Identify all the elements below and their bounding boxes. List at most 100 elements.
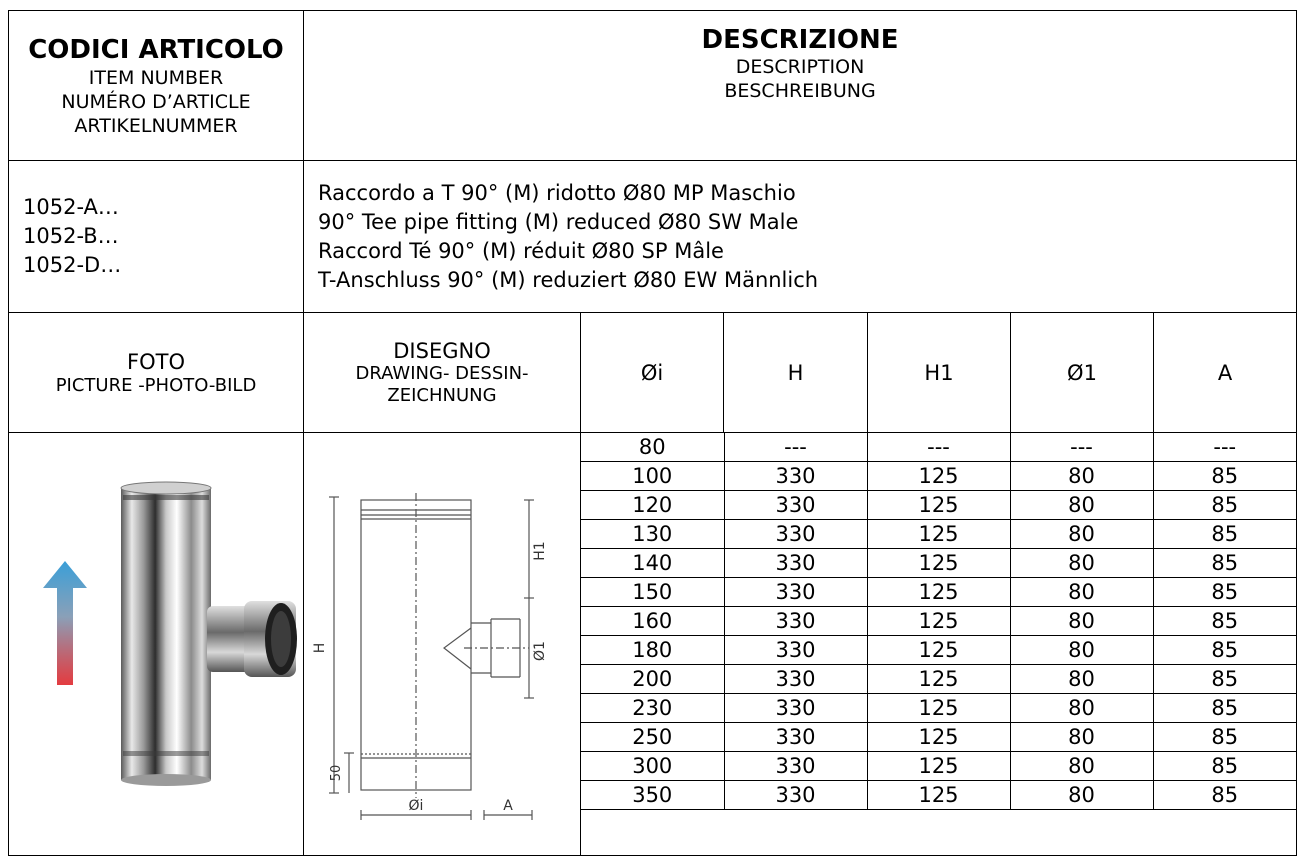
- item-code: 1052-A…: [23, 195, 119, 219]
- table-cell: 85: [1152, 577, 1296, 607]
- description-line: 90° Tee pipe fitting (M) reduced Ø80 SW …: [318, 209, 799, 234]
- product-photo-cell: [8, 432, 304, 856]
- table-cell: 330: [723, 490, 868, 520]
- table-cell: 330: [723, 577, 868, 607]
- label-a: A: [503, 798, 513, 814]
- foto-column-header: FOTO PICTURE -PHOTO-BILD: [8, 312, 304, 433]
- table-cell: 85: [1152, 490, 1296, 520]
- table-cell: 330: [723, 606, 868, 636]
- label-h1: H1: [532, 541, 548, 560]
- table-row: 80------------: [581, 433, 1296, 462]
- table-cell: 80: [1009, 490, 1154, 520]
- table-cell: 330: [723, 664, 868, 694]
- drawing-column-header: DISEGNO DRAWING- DESSIN- ZEICHNUNG: [303, 312, 581, 433]
- technical-drawing-cell: H H1 Ø1 50 Øi A: [303, 432, 581, 856]
- table-cell: ---: [866, 433, 1011, 462]
- table-cell: 125: [866, 548, 1011, 578]
- table-cell: 80: [1009, 693, 1154, 723]
- table-cell: 85: [1152, 722, 1296, 752]
- table-cell: 80: [1009, 722, 1154, 752]
- table-cell: ---: [723, 433, 868, 462]
- table-cell: 125: [866, 780, 1011, 810]
- table-cell: 85: [1152, 519, 1296, 549]
- item-description: Raccordo a T 90° (M) ridotto Ø80 MP Masc…: [303, 160, 1297, 313]
- table-cell: 125: [866, 490, 1011, 520]
- table-cell: 150: [581, 577, 725, 607]
- dim-header-di: Øi: [580, 312, 724, 433]
- label-h: H: [312, 643, 328, 654]
- table-cell: 125: [866, 664, 1011, 694]
- table-cell: 330: [723, 780, 868, 810]
- table-cell: 80: [1009, 548, 1154, 578]
- dim-header-d1: Ø1: [1010, 312, 1154, 433]
- table-cell: 330: [723, 635, 868, 665]
- table-cell: 140: [581, 548, 725, 578]
- table-cell: 350: [581, 780, 725, 810]
- table-cell: 125: [866, 606, 1011, 636]
- table-cell: 85: [1152, 693, 1296, 723]
- table-cell: 80: [1009, 577, 1154, 607]
- codes-subtitle: ARTIKELNUMMER: [74, 114, 238, 137]
- drawing-subtitle: DRAWING- DESSIN-: [355, 362, 529, 384]
- label-d1: Ø1: [532, 641, 548, 661]
- table-cell: 80: [581, 433, 725, 462]
- table-cell: 100: [581, 461, 725, 491]
- table-cell: 330: [723, 548, 868, 578]
- table-cell: 160: [581, 606, 725, 636]
- codes-subtitle: NUMÉRO D’ARTICLE: [61, 90, 251, 113]
- table-cell: 330: [723, 519, 868, 549]
- table-cell: 125: [866, 751, 1011, 781]
- table-cell: 80: [1009, 461, 1154, 491]
- foto-subtitle: PICTURE -PHOTO-BILD: [55, 374, 257, 396]
- table-cell: 85: [1152, 635, 1296, 665]
- dim-header-a: A: [1153, 312, 1297, 433]
- table-cell: 80: [1009, 635, 1154, 665]
- description-title: DESCRIZIONE: [701, 25, 899, 55]
- product-table: CODICI ARTICOLO ITEM NUMBER NUMÉRO D’ART…: [8, 10, 1297, 856]
- codes-title: CODICI ARTICOLO: [28, 34, 284, 65]
- table-cell: 125: [866, 722, 1011, 752]
- table-cell: 85: [1152, 780, 1296, 810]
- table-cell: 80: [1009, 606, 1154, 636]
- table-cell: 125: [866, 693, 1011, 723]
- description-line: T-Anschluss 90° (M) reduziert Ø80 EW Män…: [318, 267, 819, 292]
- table-cell: 85: [1152, 751, 1296, 781]
- table-cell: 120: [581, 490, 725, 520]
- item-codes: 1052-A… 1052-B… 1052-D…: [8, 160, 304, 313]
- drawing-subtitle: ZEICHNUNG: [387, 384, 497, 406]
- label-50: 50: [329, 765, 344, 782]
- description-line: Raccord Té 90° (M) réduit Ø80 SP Mâle: [318, 238, 724, 263]
- table-cell: 80: [1009, 664, 1154, 694]
- table-cell: 130: [581, 519, 725, 549]
- product-sheet: CODICI ARTICOLO ITEM NUMBER NUMÉRO D’ART…: [8, 10, 1297, 856]
- table-cell: 180: [581, 635, 725, 665]
- dim-header-h: H: [723, 312, 868, 433]
- table-cell: 80: [1009, 519, 1154, 549]
- table-cell: 85: [1152, 461, 1296, 491]
- flow-arrow-icon: [43, 561, 87, 685]
- table-cell: 125: [866, 577, 1011, 607]
- table-cell: 125: [866, 519, 1011, 549]
- foto-title: FOTO: [127, 349, 185, 374]
- table-cell: 330: [723, 693, 868, 723]
- item-code: 1052-B…: [23, 224, 119, 248]
- item-code: 1052-D…: [23, 253, 122, 277]
- description-line: Raccordo a T 90° (M) ridotto Ø80 MP Masc…: [318, 180, 796, 205]
- table-cell: 200: [581, 664, 725, 694]
- table-cell: 80: [1009, 751, 1154, 781]
- description-header: DESCRIZIONE DESCRIPTION BESCHREIBUNG: [303, 10, 1297, 161]
- description-subtitle: DESCRIPTION: [735, 56, 865, 78]
